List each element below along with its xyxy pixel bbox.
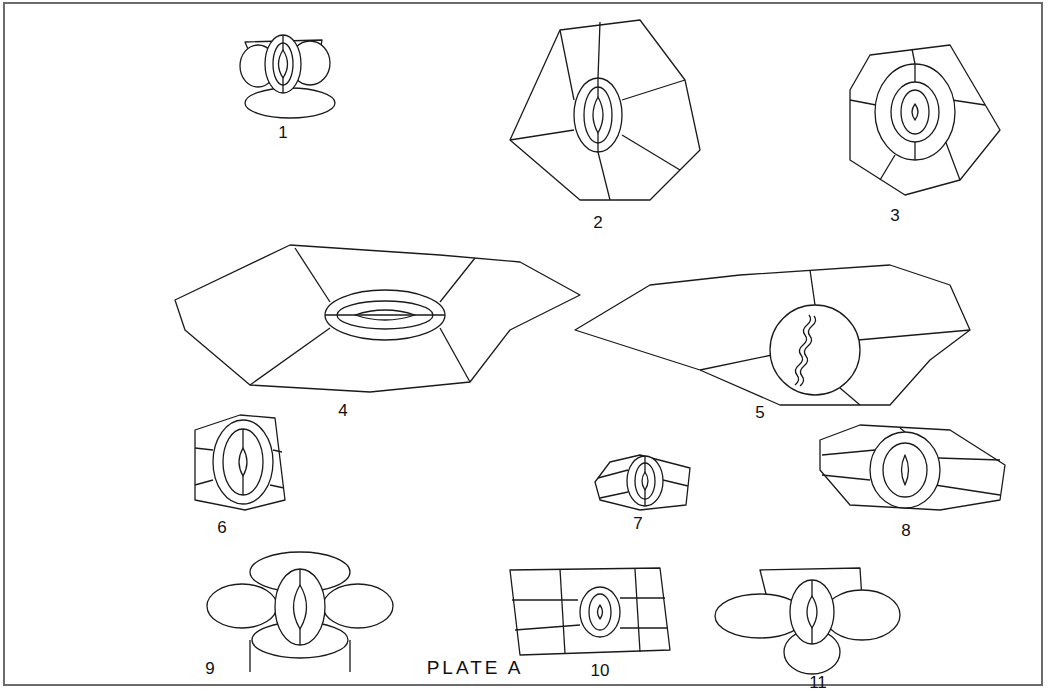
stoma-figure (575, 265, 970, 405)
callout-number: 6 (217, 519, 226, 536)
stoma-figure (510, 568, 670, 655)
stoma-figure (850, 45, 1000, 195)
stoma-figure (175, 245, 580, 392)
callout-number: 9 (205, 660, 214, 677)
callout-number: 3 (890, 207, 899, 224)
stoma-figure (240, 35, 335, 118)
callout-number: 11 (809, 674, 827, 691)
callout-number: 1 (278, 124, 287, 141)
stoma-figure (715, 568, 900, 674)
callout-number: 10 (591, 662, 610, 679)
stoma-figure (510, 20, 700, 200)
plate-frame (4, 3, 1042, 685)
callout-number: 4 (338, 402, 347, 419)
callout-number: 8 (901, 522, 910, 539)
stoma-figure (207, 552, 393, 672)
callout-number: 5 (755, 404, 764, 421)
plate-caption: PLATE A (427, 658, 524, 677)
stoma-figure (820, 425, 1005, 510)
callout-number: 7 (633, 515, 642, 532)
stoma-figure (595, 455, 690, 510)
callout-number: 2 (593, 214, 602, 231)
stoma-figure (195, 415, 285, 510)
